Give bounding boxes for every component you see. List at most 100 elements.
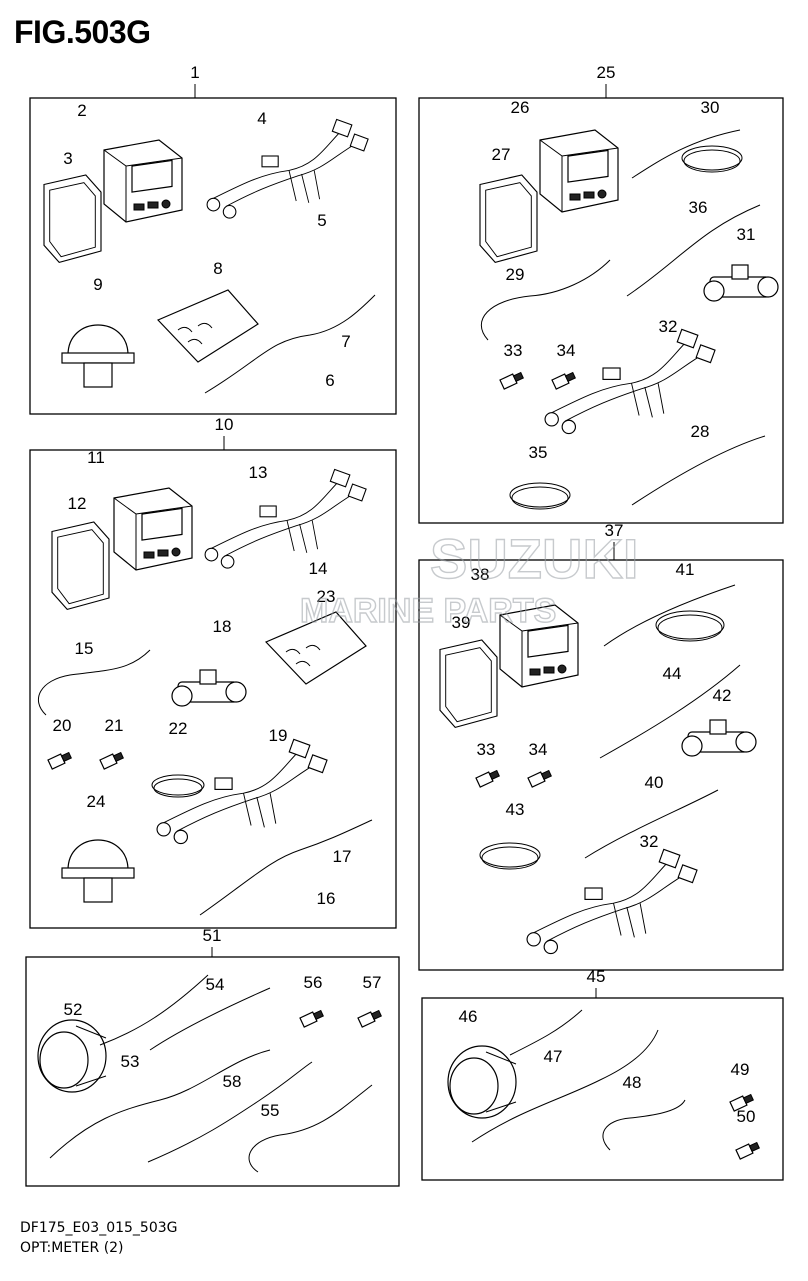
part-30-label: 30 — [701, 98, 720, 117]
part-24-label: 24 — [87, 792, 106, 811]
part-30-cable — [681, 145, 743, 173]
part-33-label: 33 — [504, 341, 523, 360]
part-40-cable — [584, 789, 719, 859]
part-2-label: 2 — [77, 101, 86, 120]
part-55-label: 55 — [261, 1101, 280, 1120]
part-34-plug — [551, 371, 576, 390]
part-26-meter — [539, 129, 619, 213]
part-35-cable — [509, 482, 571, 510]
part-55-cable — [248, 1084, 373, 1173]
part-6-cable — [204, 294, 376, 394]
part-15-label: 15 — [75, 639, 94, 658]
part-36-label: 36 — [689, 198, 708, 217]
part-13-label: 13 — [249, 463, 268, 482]
part-20-plug — [47, 751, 72, 770]
part-24-sensor — [61, 839, 135, 903]
part-28-label: 28 — [691, 422, 710, 441]
part-41-label: 41 — [676, 560, 695, 579]
part-14-label: 14 — [309, 559, 328, 578]
part-5-label: 5 — [317, 211, 326, 230]
part-27-label: 27 — [492, 145, 511, 164]
part-46-lead — [509, 1009, 583, 1056]
group-45-box — [421, 997, 784, 1181]
watermark: SUZUKI MARINE PARTS — [299, 526, 639, 630]
part-50-plug — [735, 1141, 760, 1160]
part-29-label: 29 — [506, 265, 525, 284]
part-32-label: 32 — [659, 317, 678, 336]
part-16-cable — [199, 819, 373, 916]
part-32-harness-b — [526, 848, 698, 955]
part-43-cable — [479, 842, 541, 870]
part-12-label: 12 — [68, 494, 87, 513]
part-18-tee — [171, 669, 247, 707]
part-34-label: 34 — [557, 341, 576, 360]
part-44-cable — [599, 664, 741, 759]
group-25-label: 25 — [597, 63, 616, 82]
part-39-cover — [439, 639, 498, 729]
part-17-label: 17 — [333, 847, 352, 866]
group-10-label: 10 — [215, 415, 234, 434]
part-53-label: 53 — [121, 1052, 140, 1071]
part-8-label: 8 — [213, 259, 222, 278]
part-26-label: 26 — [511, 98, 530, 117]
group-37-label: 37 — [605, 521, 624, 540]
part-41-lead — [603, 584, 736, 647]
part-19-harness — [156, 738, 328, 845]
part-7-label: 7 — [341, 332, 350, 351]
part-50-label: 50 — [737, 1107, 756, 1126]
part-34-label: 34 — [529, 740, 548, 759]
part-54-label: 54 — [206, 975, 225, 994]
part-28-cable — [631, 435, 766, 506]
part-40-label: 40 — [645, 773, 664, 792]
part-42-tee — [681, 719, 757, 757]
group-25-box — [418, 97, 784, 524]
part-22-label: 22 — [169, 719, 188, 738]
group-45-label: 45 — [587, 967, 606, 986]
part-43-label: 43 — [506, 800, 525, 819]
part-56-plug — [299, 1009, 324, 1028]
group-1-label: 1 — [190, 63, 199, 82]
group-37-box — [418, 559, 784, 971]
part-44-label: 44 — [663, 664, 682, 683]
part-3-cover — [43, 174, 102, 264]
part-16-label: 16 — [317, 889, 336, 908]
part-35-label: 35 — [529, 443, 548, 462]
figure-caption: OPT:METER (2) — [20, 1240, 124, 1256]
part-48-cable — [602, 1099, 686, 1151]
part-33-label: 33 — [477, 740, 496, 759]
part-54-cable — [149, 987, 271, 1051]
part-29-cable — [481, 259, 611, 341]
part-52-lead — [99, 974, 209, 1046]
part-47-label: 47 — [544, 1047, 563, 1066]
watermark-line2: MARINE PARTS — [300, 592, 556, 630]
part-20-label: 20 — [53, 716, 72, 735]
part-46-gauge — [447, 1045, 517, 1119]
part-49-plug — [729, 1093, 754, 1112]
part-23-label: 23 — [317, 587, 336, 606]
part-9-sensor — [61, 324, 135, 388]
part-47-cable — [471, 1029, 659, 1143]
part-46-label: 46 — [459, 1007, 478, 1026]
part-12-cover — [51, 521, 110, 611]
part-11-label: 11 — [87, 448, 105, 467]
part-49-label: 49 — [731, 1060, 750, 1079]
part-41-cable — [655, 610, 725, 642]
part-34-plug-b — [527, 769, 552, 788]
part-2-meter — [103, 139, 183, 223]
part-39-label: 39 — [452, 613, 471, 632]
part-31-label: 31 — [737, 225, 756, 244]
part-42-label: 42 — [713, 686, 732, 705]
part-8-kit — [156, 289, 259, 363]
group-10-box — [29, 449, 397, 929]
part-56-label: 56 — [304, 973, 323, 992]
part-19-label: 19 — [269, 726, 288, 745]
part-57-plug — [357, 1009, 382, 1028]
part-52-label: 52 — [64, 1000, 83, 1019]
part-48-label: 48 — [623, 1073, 642, 1092]
part-53-cable — [49, 1049, 271, 1159]
part-23-kit — [264, 611, 367, 685]
part-31-tee — [703, 264, 779, 302]
part-30-lead — [631, 129, 741, 179]
figure-code: DF175_E03_015_503G — [20, 1220, 178, 1236]
